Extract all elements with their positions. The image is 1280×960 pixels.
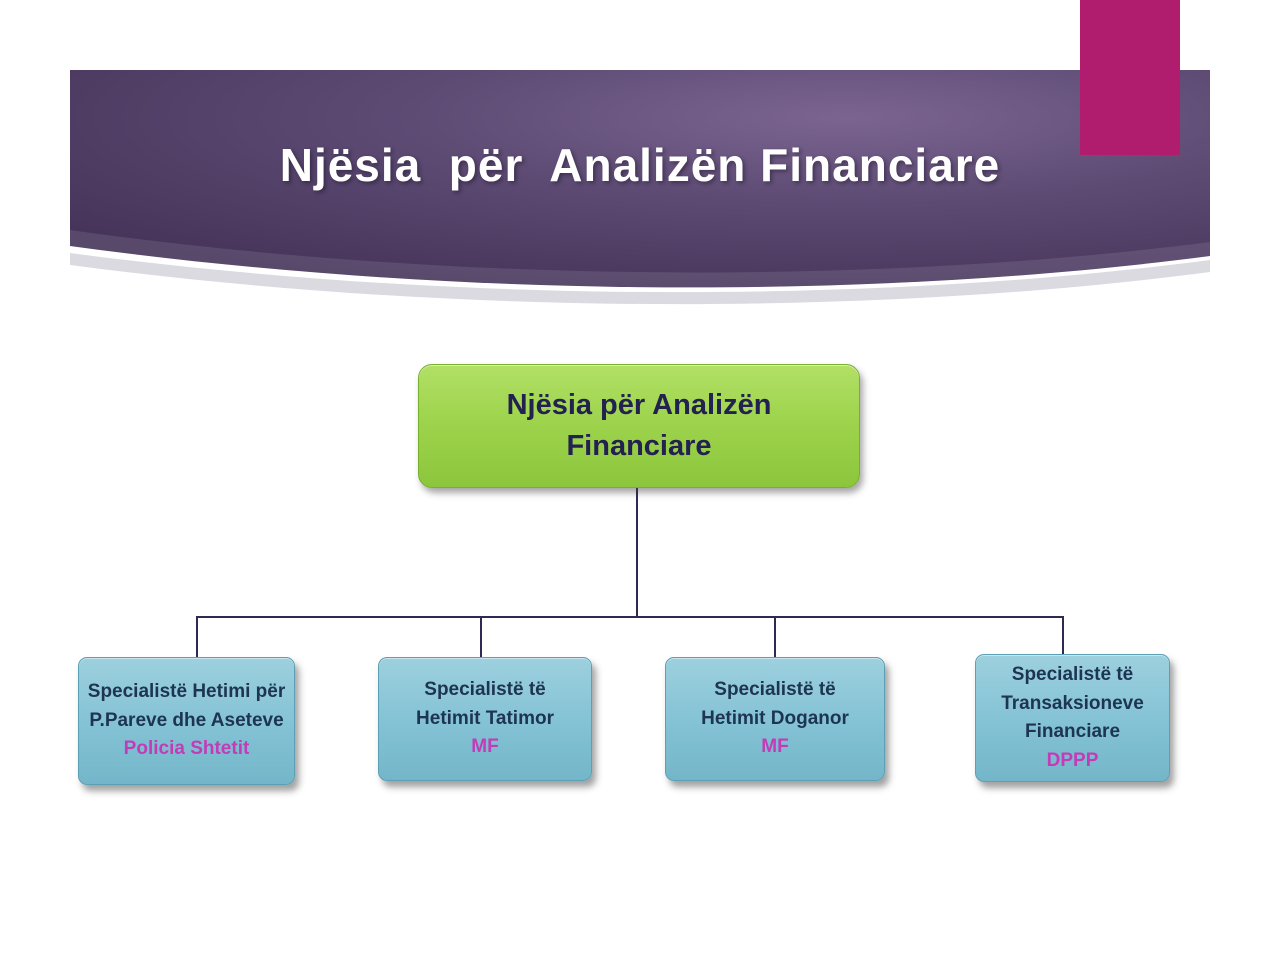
- connector-drop-3: [774, 616, 776, 657]
- org-child-node-customs: Specialistë të Hetimit Doganor MF: [665, 657, 885, 781]
- org-child-label: Specialistë Hetimi për P.Pareve dhe Aset…: [87, 681, 286, 731]
- org-child-label: Specialistë të Hetimit Tatimor: [416, 679, 554, 729]
- org-child-node-police: Specialistë Hetimi për P.Pareve dhe Aset…: [78, 657, 295, 785]
- connector-drop-4: [1062, 616, 1064, 657]
- banner-crescent: [70, 253, 1210, 305]
- org-child-label: Specialistë të Transaksioneve Financiare: [1001, 664, 1144, 742]
- connector-drop-1: [196, 616, 198, 657]
- org-root-node: Njësia për Analizën Financiare: [418, 364, 860, 488]
- org-child-sublabel: MF: [471, 736, 499, 758]
- slide-title: Njësia për Analizën Financiare: [279, 139, 1001, 191]
- org-child-label: Specialistë të Hetimit Doganor: [701, 679, 849, 729]
- connector-horizontal: [196, 616, 1064, 618]
- accent-rectangle: [1080, 0, 1180, 155]
- banner-body: [70, 70, 1210, 288]
- org-child-sublabel: DPPP: [1046, 749, 1099, 771]
- org-child-node-transactions: Specialistë të Transaksioneve Financiare…: [975, 654, 1170, 782]
- org-child-sublabel: Policia Shtetit: [123, 738, 250, 760]
- banner-shape: [70, 70, 1210, 305]
- org-root-label: Njësia për Analizën Financiare: [506, 389, 772, 462]
- org-child-sublabel: MF: [761, 736, 789, 758]
- connector-drop-2: [480, 616, 482, 657]
- org-child-node-tax: Specialistë të Hetimit Tatimor MF: [378, 657, 592, 781]
- banner-highlight: [70, 230, 1210, 288]
- connector-stem: [636, 486, 638, 617]
